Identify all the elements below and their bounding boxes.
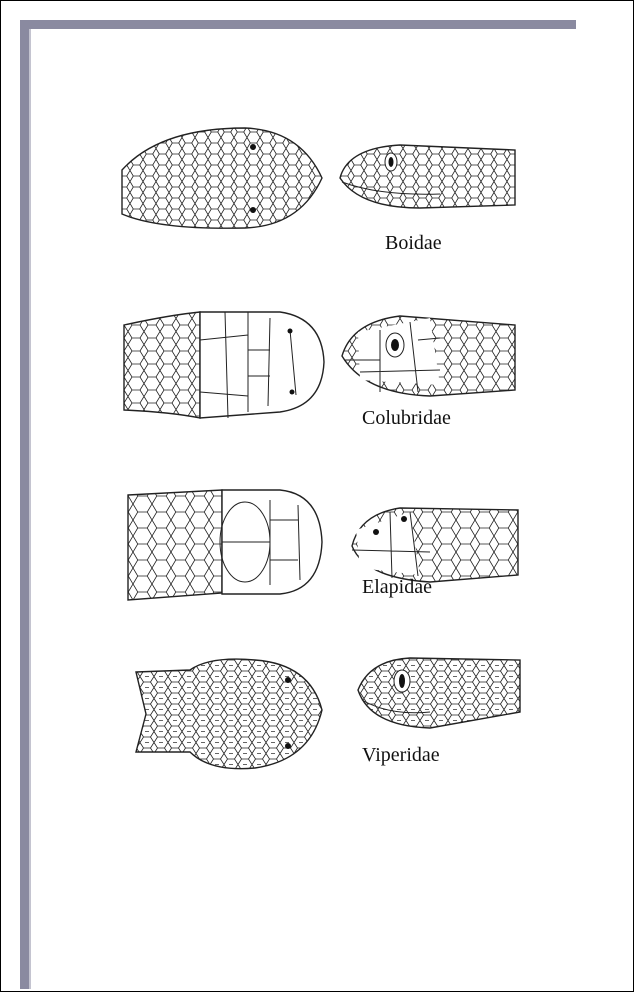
viperidae-head-lateral xyxy=(358,658,520,728)
viperidae-head-dorsal xyxy=(136,659,322,769)
family-label-elapidae: Elapidae xyxy=(362,576,432,599)
family-label-colubridae: Colubridae xyxy=(362,407,451,430)
elapidae-head-dorsal xyxy=(128,490,322,600)
boidae-head-lateral xyxy=(340,145,515,208)
elapidae-head-lateral xyxy=(352,508,518,582)
family-label-boidae: Boidae xyxy=(385,232,442,255)
colubridae-head-lateral xyxy=(342,316,515,396)
boidae-head-dorsal xyxy=(122,128,322,228)
colubridae-head-dorsal xyxy=(124,312,324,418)
family-label-viperidae: Viperidae xyxy=(362,744,440,767)
